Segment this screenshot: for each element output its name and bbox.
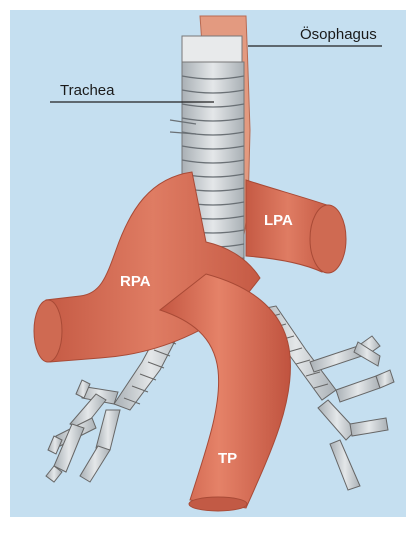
tp-label: TP (218, 450, 237, 467)
rpa-vessel-end (34, 300, 62, 362)
anatomy-diagram: Ösophagus Trachea LPA RPA TP (10, 10, 406, 517)
rpa-label: RPA (120, 273, 151, 290)
lpa-label: LPA (264, 212, 293, 229)
oesophagus-label: Ösophagus (300, 25, 377, 43)
tp-vessel-end (189, 497, 247, 511)
anatomy-illustration: Ösophagus Trachea LPA RPA TP (10, 10, 406, 517)
lpa-vessel-end (310, 205, 346, 273)
trachea-label: Trachea (60, 82, 115, 99)
